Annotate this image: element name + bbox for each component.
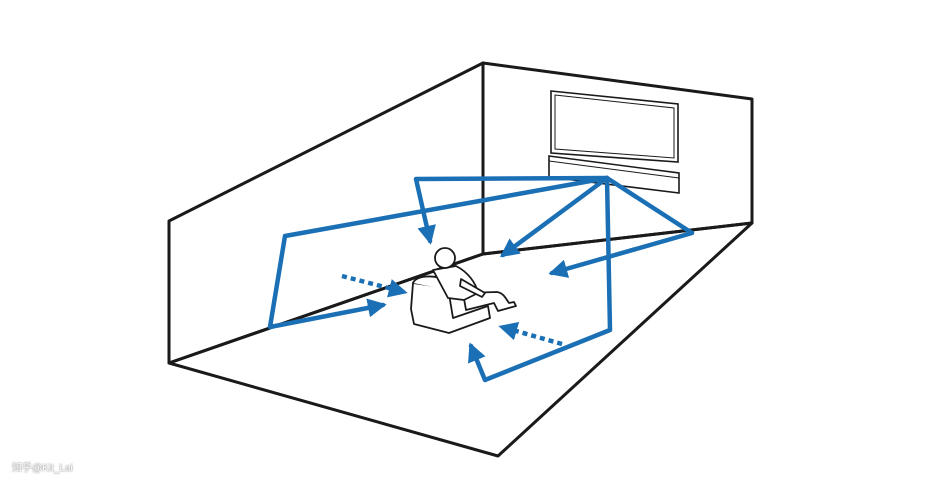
reflection-path-left-wall — [267, 175, 610, 330]
listener-in-armchair-icon — [410, 247, 517, 334]
watermark: 知乎@Kit_Lai — [12, 463, 73, 474]
direct-path — [499, 175, 610, 258]
soundbar-icon — [548, 155, 680, 194]
sound-paths — [267, 175, 695, 383]
dotted-path-left — [341, 273, 408, 298]
reflection-path-back-left — [413, 175, 610, 245]
torso — [432, 265, 479, 301]
floor — [167, 221, 754, 458]
reflection-path-rear-wall — [468, 175, 613, 383]
legs — [462, 291, 517, 312]
head — [434, 247, 456, 269]
tv-icon — [550, 90, 679, 163]
reflection-path-right-wall — [548, 175, 695, 278]
virtual-surround-paths — [341, 273, 563, 347]
room-outline — [167, 61, 754, 458]
arm — [459, 278, 486, 298]
dotted-path-right — [498, 322, 563, 347]
